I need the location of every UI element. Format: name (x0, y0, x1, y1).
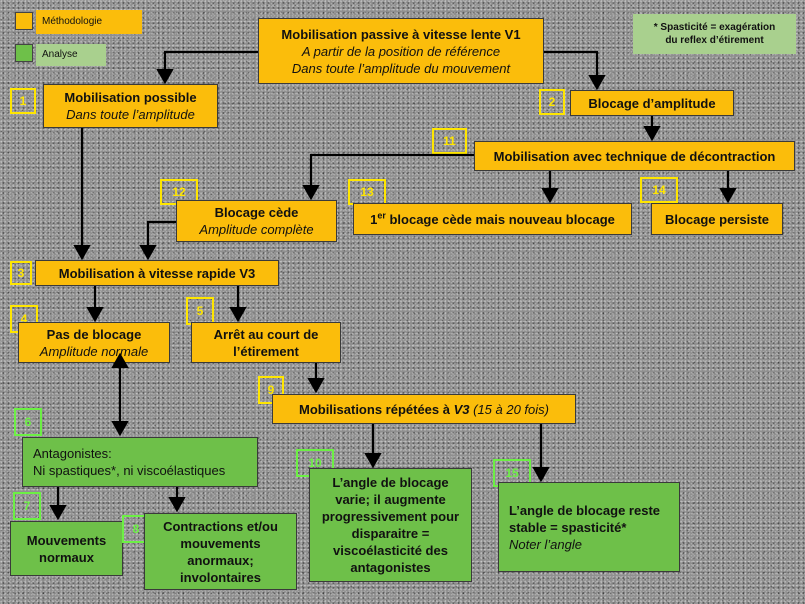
step-number-1: 1 (10, 88, 36, 114)
arrow-v1-to-2 (544, 50, 606, 91)
box-blocage-amplitude: Blocage d’amplitude (570, 90, 734, 116)
box-antagonistes: Antagonistes: Ni spastiques*, ni viscoél… (22, 437, 258, 487)
step-number-2: 2 (539, 89, 565, 115)
arrow-v1-to-1 (156, 50, 258, 85)
box-blocage-persiste: Blocage persiste (651, 203, 783, 235)
step-number-11: 11 (432, 128, 467, 154)
box-arret-etirement: Arrêt au court de l’étirement (191, 322, 341, 363)
box-mouvements-normaux: Mouvements normaux (10, 521, 123, 576)
step-number-5: 5 (186, 297, 214, 325)
step-number-14: 14 (640, 177, 678, 203)
box-mobilisation-decontraction: Mobilisation avec technique de décontrac… (474, 141, 795, 171)
box-13-post: blocage cède mais nouveau blocage (385, 212, 615, 227)
box-mobilisation-v3: Mobilisation à vitesse rapide V3 (35, 260, 279, 286)
box-9-pre: Mobilisations répétées à (298, 402, 454, 417)
box-13-pre: 1 (370, 212, 378, 227)
box-pas-de-blocage: Pas de blocage Amplitude normale (18, 322, 170, 363)
box-angle-varie: L’angle de blocage varie; il augmente pr… (309, 468, 472, 582)
box-nouveau-blocage: 1er blocage cède mais nouveau blocage (353, 203, 632, 235)
box-6-line2: Ni spastiques*, ni viscoélastiques (33, 463, 226, 478)
box-9-v3: V3 (453, 402, 470, 417)
box-4-title: Pas de blocage (46, 326, 142, 342)
box-1-sub: Dans toute l’amplitude (66, 107, 195, 122)
legend-note-line2: du reflex d’étirement (665, 35, 764, 46)
legend-analyse-swatch (15, 44, 33, 62)
box-mobilisations-repetees: Mobilisations répétées à V3 (15 à 20 foi… (272, 394, 576, 424)
legend-methodologie-label: Méthodologie (36, 10, 142, 34)
box-4-sub: Amplitude normale (39, 343, 149, 359)
box-angle-stable: L’angle de blocage reste stable = spasti… (498, 482, 680, 572)
arrow-11-to-12 (302, 153, 474, 201)
legend-note-line1: * Spasticité = exagération (653, 22, 776, 33)
legend-analyse-label: Analyse (36, 44, 106, 66)
legend-note: * Spasticité = exagération du reflex d’é… (633, 14, 796, 54)
legend-methodologie-swatch (15, 12, 33, 30)
box-blocage-cede: Blocage cède Amplitude complète (176, 200, 337, 242)
box-12-sub: Amplitude complète (199, 222, 314, 237)
box-9-post: (15 à 20 fois) (469, 402, 549, 417)
box-v1: Mobilisation passive à vitesse lente V1 … (258, 18, 544, 84)
step-number-7: 7 (13, 492, 41, 520)
arrow-12-to-3 (139, 220, 176, 261)
box-6-line1: Antagonistes: (33, 446, 112, 461)
box-v1-line2: A partir de la position de référence (301, 43, 501, 59)
step-number-13: 13 (348, 179, 386, 205)
box-15-sub: Noter l’angle (509, 536, 582, 552)
step-number-3: 3 (10, 261, 32, 285)
box-13-sup: er (377, 210, 386, 221)
box-1-title: Mobilisation possible (64, 90, 197, 105)
step-number-9: 9 (258, 376, 284, 404)
step-number-6: 6 (14, 408, 42, 436)
box-contractions-anormales: Contractions et/ou mouvements anormaux; … (144, 513, 297, 590)
box-v1-title: Mobilisation passive à vitesse lente V1 (281, 26, 521, 42)
box-12-title: Blocage cède (214, 205, 299, 220)
box-mobilisation-possible: Mobilisation possible Dans toute l’ampli… (43, 84, 218, 128)
box-15-title: L’angle de blocage reste stable = spasti… (509, 502, 660, 535)
box-v1-line3: Dans toute l’amplitude du mouvement (291, 60, 511, 76)
